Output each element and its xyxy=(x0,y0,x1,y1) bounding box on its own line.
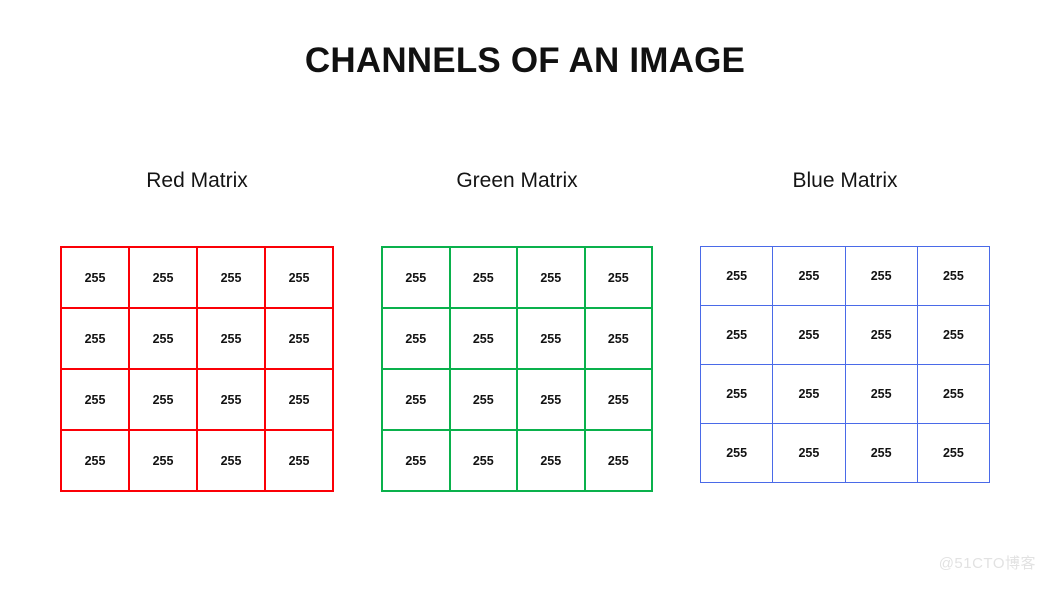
matrix-cell: 255 xyxy=(516,429,586,492)
matrix-cell: 255 xyxy=(381,429,451,492)
matrix-cell: 255 xyxy=(381,368,451,431)
matrix-cell: 255 xyxy=(772,423,846,483)
matrix-cell: 255 xyxy=(916,305,991,365)
page-title: CHANNELS OF AN IMAGE xyxy=(304,41,746,80)
matrix-cell: 255 xyxy=(448,307,518,370)
watermark: @51CTO博客 xyxy=(938,555,1036,572)
matrix-cell: 255 xyxy=(583,246,653,309)
matrix-cell: 255 xyxy=(772,364,846,424)
matrix-cell: 255 xyxy=(844,246,918,306)
matrix-cell: 255 xyxy=(583,429,653,492)
matrix-cell: 255 xyxy=(264,246,334,309)
panel-label-blue: Blue Matrix xyxy=(792,169,898,192)
matrix-cell: 255 xyxy=(381,307,451,370)
matrix-cell: 255 xyxy=(448,246,518,309)
matrix-cell: 255 xyxy=(128,246,198,309)
matrix-cell: 255 xyxy=(844,423,918,483)
matrix-cell: 255 xyxy=(264,429,334,492)
matrix-cell: 255 xyxy=(583,368,653,431)
matrix-cell: 255 xyxy=(516,368,586,431)
matrix-cell: 255 xyxy=(772,246,846,306)
matrix-cell: 255 xyxy=(196,246,266,309)
matrix-cell: 255 xyxy=(381,246,451,309)
matrix-cell: 255 xyxy=(196,307,266,370)
matrix-cell: 255 xyxy=(699,364,774,424)
matrix-cell: 255 xyxy=(583,307,653,370)
matrix-cell: 255 xyxy=(516,246,586,309)
matrix-cell: 255 xyxy=(448,429,518,492)
matrix-cell: 255 xyxy=(264,368,334,431)
matrix-cell: 255 xyxy=(128,368,198,431)
matrix-cell: 255 xyxy=(916,364,991,424)
matrix-cell: 255 xyxy=(128,307,198,370)
matrix-cell: 255 xyxy=(916,246,991,306)
panel-label-green: Green Matrix xyxy=(456,169,578,192)
matrix-cell: 255 xyxy=(128,429,198,492)
matrix-cell: 255 xyxy=(916,423,991,483)
matrix-cell: 255 xyxy=(844,364,918,424)
matrix-cell: 255 xyxy=(699,423,774,483)
matrix-cell: 255 xyxy=(196,429,266,492)
matrix-cell: 255 xyxy=(60,246,130,309)
matrix-cell: 255 xyxy=(60,368,130,431)
matrix-cell: 255 xyxy=(844,305,918,365)
matrix-cell: 255 xyxy=(196,368,266,431)
matrix-cell: 255 xyxy=(264,307,334,370)
matrix-cell: 255 xyxy=(516,307,586,370)
matrix-cell: 255 xyxy=(60,429,130,492)
matrix-cell: 255 xyxy=(60,307,130,370)
matrix-cell: 255 xyxy=(772,305,846,365)
matrix-cell: 255 xyxy=(699,246,774,306)
matrix-cell: 255 xyxy=(699,305,774,365)
matrix-cell: 255 xyxy=(448,368,518,431)
panel-label-red: Red Matrix xyxy=(146,169,248,192)
